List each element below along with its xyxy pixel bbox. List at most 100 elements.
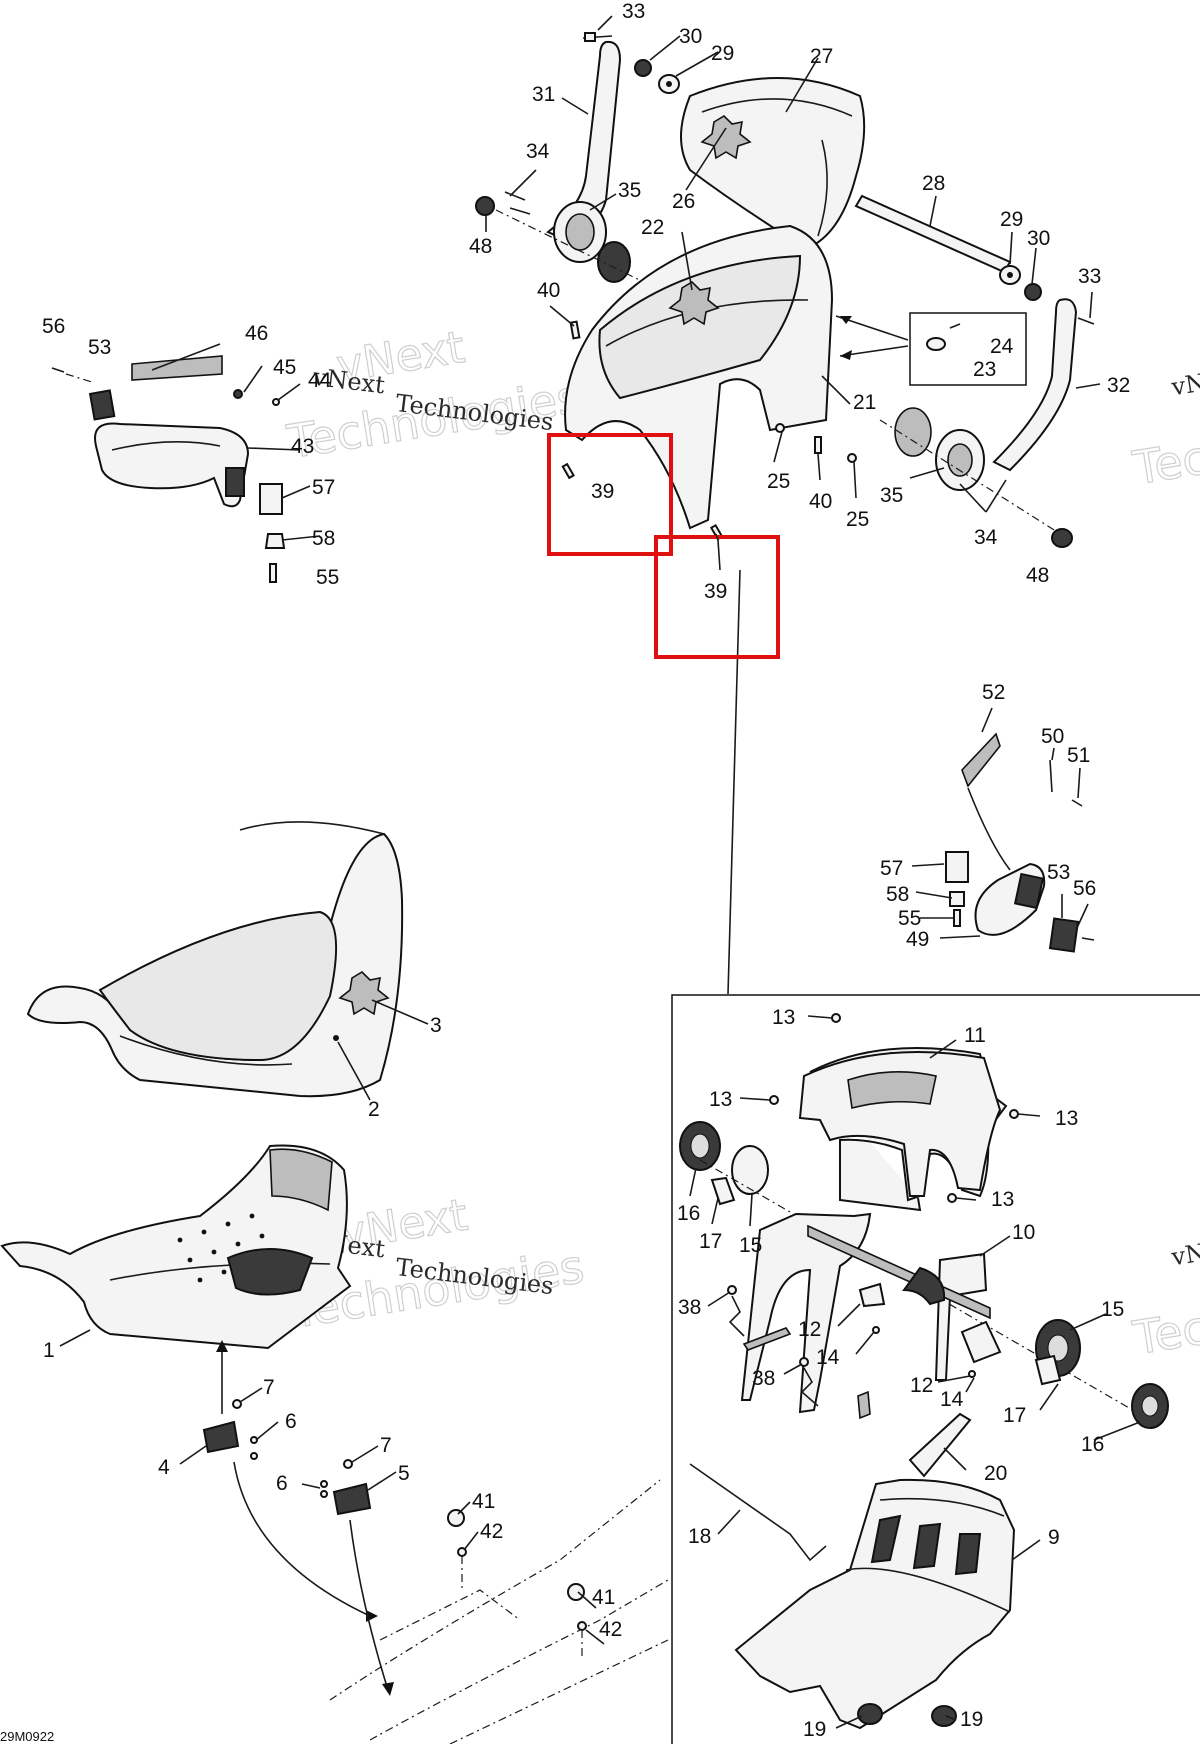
- part-35-spring-b: [894, 407, 932, 457]
- label-29: 29: [711, 42, 734, 65]
- label-56b: 56: [1073, 877, 1096, 900]
- part-57-bracket: [259, 483, 283, 515]
- part-39-pin-a: [561, 462, 575, 480]
- part-58-clip: [264, 533, 286, 549]
- label-16b: 16: [1081, 1433, 1104, 1456]
- svg-text:vNext: vNext: [1169, 1232, 1200, 1271]
- label-32: 32: [1107, 374, 1130, 397]
- svg-text:vNext: vNext: [1169, 362, 1200, 401]
- label-2: 2: [368, 1098, 380, 1121]
- diagram-code: 29M0922: [0, 1729, 54, 1744]
- label-39a: 39: [591, 480, 614, 503]
- label-10: 10: [1012, 1221, 1035, 1244]
- part-20-strap: [908, 1412, 972, 1478]
- part-55-pin: [269, 563, 277, 583]
- left-handle-assembly: [51, 355, 286, 583]
- label-28: 28: [922, 172, 945, 195]
- label-16: 16: [677, 1202, 700, 1225]
- part-3-emblem: [338, 970, 390, 1016]
- label-24: 24: [990, 335, 1014, 358]
- part-35-spring: [597, 241, 631, 283]
- label-13c: 13: [1055, 1107, 1078, 1130]
- part-57-bracket-b: [945, 851, 969, 883]
- label-1: 1: [43, 1339, 55, 1362]
- label-30: 30: [679, 25, 702, 48]
- label-3: 3: [430, 1014, 442, 1037]
- label-7: 7: [263, 1376, 275, 1399]
- label-45: 45: [273, 356, 296, 379]
- leader-lines: [59, 15, 1141, 1729]
- part-52-grip: [961, 732, 1001, 788]
- right-handle-assembly: [945, 732, 1095, 953]
- label-12b: 12: [910, 1374, 933, 1397]
- label-30b: 30: [1027, 227, 1050, 250]
- label-58: 58: [312, 527, 335, 550]
- label-48: 48: [469, 235, 492, 258]
- label-41: 41: [472, 1490, 495, 1513]
- label-19b: 19: [960, 1708, 983, 1731]
- part-9-base: [734, 1478, 1016, 1730]
- label-48b: 48: [1026, 564, 1049, 587]
- label-49: 49: [906, 928, 929, 951]
- part-5-bracket: [332, 1482, 372, 1516]
- label-46: 46: [245, 322, 268, 345]
- part-33-screw: [584, 32, 596, 42]
- label-17b: 17: [1003, 1404, 1026, 1427]
- label-34b: 34: [974, 526, 998, 549]
- label-19: 19: [803, 1718, 826, 1741]
- label-33: 33: [622, 0, 645, 23]
- svg-text:Technologies: Technologies: [1129, 1266, 1200, 1366]
- part-32-arm: [992, 298, 1078, 472]
- chassis-frame: [329, 1479, 669, 1744]
- label-6: 6: [285, 1410, 297, 1433]
- label-43: 43: [291, 435, 314, 458]
- label-56: 56: [42, 315, 65, 338]
- label-40: 40: [537, 279, 560, 302]
- label-25b: 25: [846, 508, 869, 531]
- label-44: 44: [308, 369, 332, 392]
- part-19-foot: [857, 1703, 883, 1725]
- label-23: 23: [973, 358, 996, 381]
- label-57: 57: [312, 476, 335, 499]
- label-42: 42: [480, 1520, 503, 1543]
- label-31: 31: [532, 83, 555, 106]
- part-31-arm: [546, 40, 622, 242]
- label-55b: 55: [898, 907, 921, 930]
- label-38: 38: [678, 1296, 701, 1319]
- label-6b: 6: [276, 1472, 288, 1495]
- label-27: 27: [810, 45, 833, 68]
- part-10-frame: [740, 1212, 872, 1414]
- label-29b: 29: [1000, 208, 1023, 231]
- part-30-bushing: [634, 59, 652, 77]
- label-14: 14: [816, 1346, 840, 1369]
- seat-assembly: [26, 821, 404, 1098]
- svg-text:Technologies: Technologies: [1129, 396, 1200, 496]
- part-1-seat-base: [0, 1144, 352, 1350]
- label-57b: 57: [880, 857, 903, 880]
- part-15-plate: [731, 1145, 769, 1195]
- label-38b: 38: [752, 1367, 775, 1390]
- label-53: 53: [88, 336, 111, 359]
- label-5: 5: [398, 1462, 410, 1485]
- label-17: 17: [699, 1230, 722, 1253]
- label-9: 9: [1048, 1526, 1060, 1549]
- label-51: 51: [1067, 744, 1090, 767]
- label-58b: 58: [886, 883, 909, 906]
- part-40-pin-b: [814, 436, 822, 454]
- part-53-cap: [88, 389, 116, 421]
- part-4-bracket: [202, 1420, 240, 1454]
- label-7b: 7: [380, 1434, 392, 1457]
- label-39b: 39: [704, 580, 727, 603]
- backrest-assembly: [475, 32, 1095, 995]
- label-42b: 42: [599, 1618, 622, 1641]
- watermark-3: Technologies vNext: [1128, 362, 1200, 496]
- label-13d: 13: [991, 1188, 1014, 1211]
- detail-panel: [671, 994, 1200, 1744]
- part-46-grip: [131, 355, 223, 381]
- label-22: 22: [641, 216, 664, 239]
- label-4: 4: [158, 1456, 170, 1479]
- highlight-box-39-a: [547, 433, 673, 556]
- label-40b: 40: [809, 490, 832, 513]
- watermark-4: Technologies vNext: [1128, 1232, 1200, 1366]
